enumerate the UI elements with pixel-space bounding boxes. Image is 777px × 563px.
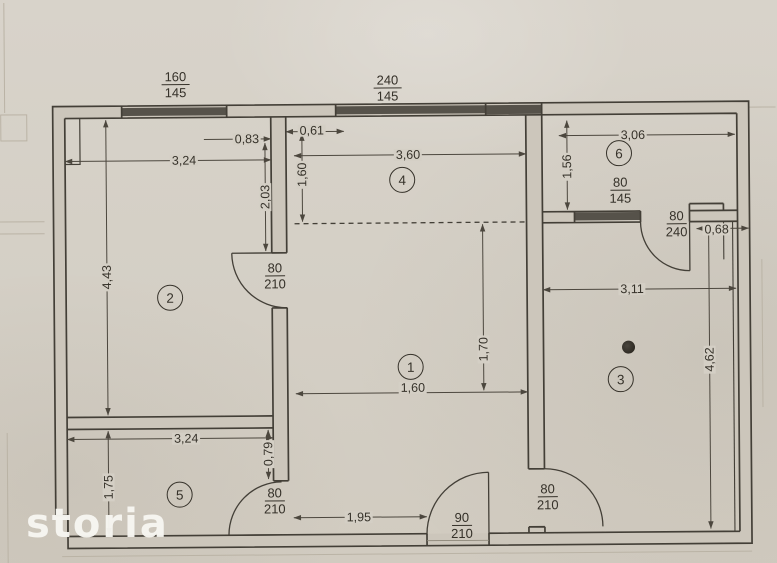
room-number-6: 6 [605,140,633,167]
room-number-4: 4 [389,166,416,193]
door-entrance-width: 90 [451,510,473,527]
doors [228,221,691,536]
dim-170: 1,70 [476,335,491,364]
window-left-height: 145 [164,85,187,101]
room3-wall-finish [731,221,736,532]
door-room2-height: 210 [264,276,286,292]
dim-324-bottom: 3,24 [172,431,201,446]
window-left-hatch [121,107,227,117]
open-boundary-dashed [294,221,527,225]
dim-160-vertical: 1,60 [295,160,310,189]
corner-pier [65,118,81,166]
dim-203: 2,03 [258,182,273,212]
dim-079: 0,79 [261,439,276,469]
dim-061: 0,61 [297,123,327,138]
door-room3-swing [544,468,604,527]
door-entrance-height: 210 [451,525,473,542]
window-mid-width: 240 [373,72,402,89]
dim-311: 3,11 [618,281,646,297]
door-room6-label: 80 240 [665,208,688,240]
door-room3-height: 210 [536,497,559,513]
door-room5-height: 210 [263,501,286,517]
dim-324-top: 3,24 [169,153,199,168]
wall-poche [485,104,542,115]
door-room5-swing [228,481,282,536]
dim-360: 3,60 [393,147,423,162]
door-room2-swing [231,252,288,309]
window-mid-label: 240 145 [373,72,402,104]
window-left-width: 160 [161,69,190,86]
door-room5-width: 80 [264,485,285,502]
window-mid-hatch [335,105,486,115]
door-room6-width: 80 [666,208,687,225]
dim-156: 1,56 [560,152,575,181]
window-jambs [120,102,543,119]
door-entrance-label: 90 210 [451,510,473,542]
door-room2-width: 80 [264,260,286,277]
dim-083: 0,83 [232,132,262,147]
wall-room6-room3 [542,202,738,224]
dim-443: 4,43 [99,262,115,292]
window-room6-height: 145 [609,190,632,206]
room-number-5: 5 [166,481,193,508]
room-number-1: 1 [397,353,424,380]
window-room6-label: 80 145 [609,175,632,206]
storia-watermark: storia [26,501,169,547]
door-room5-label: 80 210 [263,485,286,517]
room-number-2: 2 [157,284,184,311]
inner-wall-faces [63,112,741,538]
dot-symbol [621,340,636,354]
dim-306: 3,06 [618,127,648,143]
door-room3-label: 80 210 [536,481,559,513]
dim-175: 1,75 [101,472,116,502]
door-room6-height: 240 [665,224,688,240]
dim-160-horizontal: 1,60 [398,380,428,395]
window-room6-hatch [574,212,641,221]
door-entrance-swing [426,471,490,535]
wall-room2-room5 [67,415,274,431]
entrance-jambs [426,533,490,546]
window-mid-height: 145 [376,88,399,104]
dim-068: 0,68 [702,222,731,237]
window-hatches [121,104,641,221]
dim-462: 4,62 [702,345,717,374]
window-left-label: 160 145 [161,69,190,101]
door-room3-width: 80 [537,481,558,498]
door-room2-label: 80 210 [264,260,286,292]
dim-195: 1,95 [344,510,374,525]
room-number-3: 3 [607,366,634,393]
window-room6-width: 80 [609,175,631,191]
outer-wall [51,100,753,550]
door-room6-swing [639,221,691,272]
